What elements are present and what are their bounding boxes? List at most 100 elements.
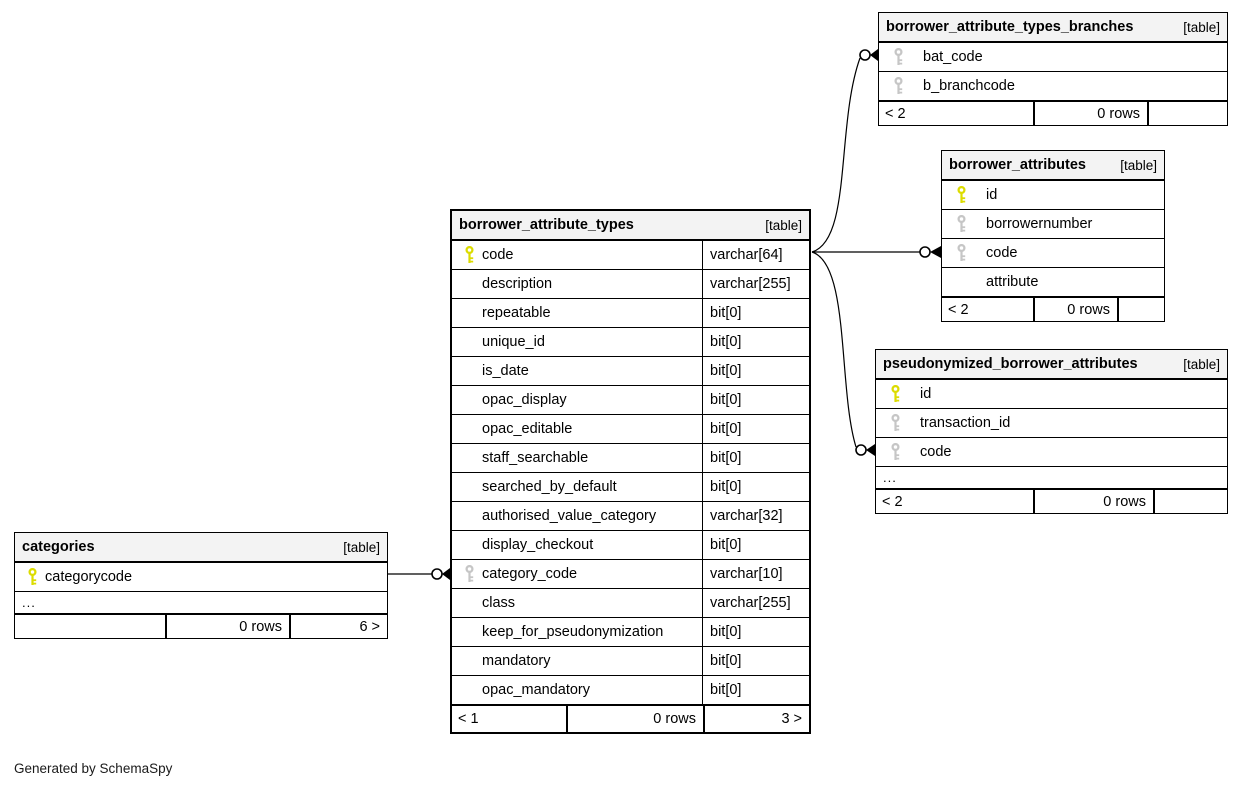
foreign-key-icon bbox=[893, 48, 904, 66]
column-name: unique_id bbox=[482, 334, 545, 350]
table-title[interactable]: borrower_attribute_types bbox=[459, 217, 634, 233]
table-title[interactable]: borrower_attributes bbox=[949, 157, 1086, 173]
column-name: opac_editable bbox=[482, 421, 573, 437]
column-type: bit[0] bbox=[702, 444, 809, 472]
column-name: searched_by_default bbox=[482, 479, 617, 495]
related-children-cell: 6 > bbox=[289, 615, 387, 638]
table-title[interactable]: pseudonymized_borrower_attributes bbox=[883, 356, 1138, 372]
column-row-opac_editable: opac_editable bit[0] bbox=[452, 414, 809, 443]
column-row-staff_searchable: staff_searchable bit[0] bbox=[452, 443, 809, 472]
table-footer: 0 rows 6 > bbox=[15, 613, 387, 638]
column-name: description bbox=[482, 276, 553, 292]
column-type: bit[0] bbox=[702, 357, 809, 385]
cardinality-circle bbox=[855, 444, 867, 456]
foreign-key-icon bbox=[890, 443, 901, 461]
table-type-tag: [table] bbox=[765, 217, 802, 233]
key-spacer bbox=[464, 420, 475, 438]
column-name: attribute bbox=[986, 274, 1039, 290]
column-type: bit[0] bbox=[702, 415, 809, 443]
table-type-tag: [table] bbox=[343, 539, 380, 555]
column-name: borrowernumber bbox=[986, 216, 1093, 232]
key-spacer bbox=[464, 362, 475, 380]
column-row-borrowernumber: borrowernumber bbox=[942, 209, 1164, 238]
column-row-code: code varchar[64] bbox=[452, 241, 809, 269]
primary-key-icon bbox=[890, 385, 901, 403]
column-row-categorycode: categorycode bbox=[15, 563, 387, 591]
column-row-b_branchcode: b_branchcode bbox=[879, 71, 1227, 100]
table-header[interactable]: categories [table] bbox=[15, 533, 387, 563]
column-type: varchar[255] bbox=[702, 270, 809, 298]
column-name: transaction_id bbox=[920, 415, 1011, 431]
table-type-tag: [table] bbox=[1183, 356, 1220, 372]
generated-by-note: Generated by SchemaSpy bbox=[14, 761, 173, 776]
key-spacer bbox=[464, 536, 475, 554]
related-parents-cell bbox=[15, 615, 165, 638]
column-name: opac_display bbox=[482, 392, 567, 408]
column-row-attribute: attribute bbox=[942, 267, 1164, 296]
foreign-key-icon bbox=[893, 77, 904, 95]
foreign-key-icon bbox=[956, 244, 967, 262]
key-spacer bbox=[464, 681, 475, 699]
column-type: bit[0] bbox=[702, 531, 809, 559]
table-footer: < 2 0 rows bbox=[876, 488, 1227, 513]
table-borrower_attribute_types_branches: borrower_attribute_types_branches [table… bbox=[878, 12, 1228, 126]
table-pseudonymized_borrower_attributes: pseudonymized_borrower_attributes [table… bbox=[875, 349, 1228, 514]
column-type: varchar[255] bbox=[702, 589, 809, 617]
table-header[interactable]: borrower_attribute_types [table] bbox=[452, 211, 809, 241]
key-spacer bbox=[464, 304, 475, 322]
arrowhead-icon bbox=[866, 444, 875, 456]
primary-key-icon bbox=[464, 246, 475, 264]
column-name: b_branchcode bbox=[923, 78, 1015, 94]
column-name: is_date bbox=[482, 363, 529, 379]
table-footer: < 2 0 rows bbox=[942, 296, 1164, 321]
arrowhead-icon bbox=[442, 568, 450, 580]
column-name: authorised_value_category bbox=[482, 508, 657, 524]
table-header[interactable]: borrower_attributes [table] bbox=[942, 151, 1164, 181]
related-children-cell bbox=[1117, 298, 1164, 321]
column-row-repeatable: repeatable bit[0] bbox=[452, 298, 809, 327]
related-children-cell bbox=[1147, 102, 1227, 125]
column-type: bit[0] bbox=[702, 386, 809, 414]
cardinality-circle bbox=[859, 49, 871, 61]
table-borrower_attributes: borrower_attributes [table] id borrowern… bbox=[941, 150, 1165, 322]
related-children-cell: 3 > bbox=[703, 706, 809, 732]
column-row-opac_mandatory: opac_mandatory bit[0] bbox=[452, 675, 809, 704]
table-header[interactable]: pseudonymized_borrower_attributes [table… bbox=[876, 350, 1227, 380]
column-name: repeatable bbox=[482, 305, 551, 321]
column-name: display_checkout bbox=[482, 537, 594, 553]
arrowhead-icon bbox=[870, 49, 878, 61]
column-type: varchar[32] bbox=[702, 502, 809, 530]
column-row-class: class varchar[255] bbox=[452, 588, 809, 617]
column-row-authorised_value_category: authorised_value_category varchar[32] bbox=[452, 501, 809, 530]
column-type: bit[0] bbox=[702, 618, 809, 646]
key-spacer bbox=[464, 333, 475, 351]
column-name: code bbox=[920, 444, 952, 460]
table-type-tag: [table] bbox=[1120, 157, 1157, 173]
key-spacer bbox=[464, 623, 475, 641]
table-categories: categories [table] categorycode ... 0 ro… bbox=[14, 532, 388, 639]
column-name: mandatory bbox=[482, 653, 551, 669]
column-row-is_date: is_date bit[0] bbox=[452, 356, 809, 385]
table-title[interactable]: categories bbox=[22, 539, 95, 555]
rows-count-cell: 0 rows bbox=[165, 615, 289, 638]
column-name: category_code bbox=[482, 566, 578, 582]
foreign-key-icon bbox=[956, 215, 967, 233]
column-name: code bbox=[482, 247, 514, 263]
column-row-code: code bbox=[942, 238, 1164, 267]
table-header[interactable]: borrower_attribute_types_branches [table… bbox=[879, 13, 1227, 43]
column-row-searched_by_default: searched_by_default bit[0] bbox=[452, 472, 809, 501]
column-row-display_checkout: display_checkout bit[0] bbox=[452, 530, 809, 559]
cardinality-circle bbox=[919, 246, 931, 258]
key-spacer bbox=[464, 594, 475, 612]
column-row-transaction_id: transaction_id bbox=[876, 408, 1227, 437]
relationship-categories-to-category_code bbox=[388, 568, 450, 580]
column-row-opac_display: opac_display bit[0] bbox=[452, 385, 809, 414]
primary-key-icon bbox=[27, 568, 38, 586]
key-spacer bbox=[464, 652, 475, 670]
table-footer: < 2 0 rows bbox=[879, 100, 1227, 125]
relationship-code-to-bat_code bbox=[811, 49, 878, 253]
primary-key-icon bbox=[956, 186, 967, 204]
table-title[interactable]: borrower_attribute_types_branches bbox=[886, 19, 1134, 35]
column-row-unique_id: unique_id bit[0] bbox=[452, 327, 809, 356]
